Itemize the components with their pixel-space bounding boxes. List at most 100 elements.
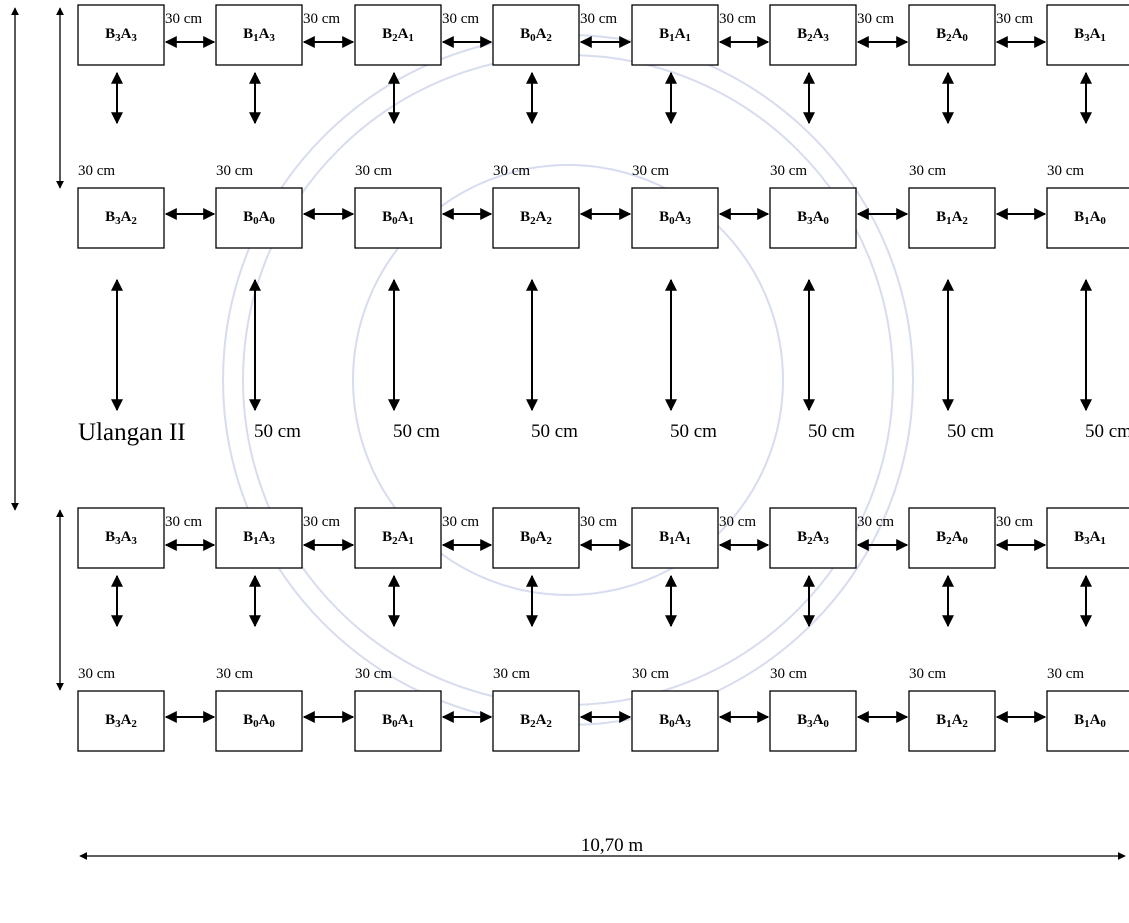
block-spacing-label: 50 cm [393,421,440,442]
plot-box [215,690,303,752]
plot-box [769,4,857,66]
total-width-label: 10,70 m [581,835,644,856]
plot-label: B0A0 [243,209,275,227]
plot-box [354,4,442,66]
plot-box [769,187,857,249]
plot-label: B3A1 [1074,26,1106,44]
plot-box [1046,4,1129,66]
row-spacing-label: 30 cm [355,163,392,179]
row-spacing-label: 30 cm [1047,666,1084,682]
horizontal-spacing-label: 30 cm [580,11,617,27]
horizontal-spacing-label: 30 cm [303,11,340,27]
plot-box [1046,507,1129,569]
plot-label: B2A2 [520,712,552,730]
plot-box [631,690,719,752]
plot-box [1046,187,1129,249]
plot-box [215,507,303,569]
plot-label: B3A0 [797,209,829,227]
horizontal-spacing-label: 30 cm [165,11,202,27]
block-spacing-label: 50 cm [947,421,994,442]
plot-box [492,187,580,249]
plot-label: B2A0 [936,26,968,44]
plot-box [354,690,442,752]
plot-label: B0A0 [243,712,275,730]
plot-label: B1A1 [659,26,691,44]
plot-box [215,187,303,249]
horizontal-spacing-label: 30 cm [719,514,756,530]
plot-grid: B3A3 30 cm B1A3 30 cm B2A1 30 cm B0A2 30 cm B1A1… [77,4,1129,752]
plot-box [769,507,857,569]
plot-label: B2A1 [382,529,414,547]
plot-label: B3A2 [105,712,137,730]
plot-label: B0A3 [659,209,691,227]
plot-label: B3A3 [105,529,137,547]
row-spacing-label: 30 cm [78,666,115,682]
horizontal-spacing-label: 30 cm [857,514,894,530]
plot-box [77,4,165,66]
row-spacing-label: 30 cm [493,666,530,682]
block-spacing-label: 50 cm [254,421,301,442]
plot-box [492,4,580,66]
plot-box [354,507,442,569]
plot-label: B2A3 [797,26,829,44]
row-spacing-label: 30 cm [216,666,253,682]
plot-label: B3A2 [105,209,137,227]
horizontal-spacing-label: 30 cm [857,11,894,27]
plot-label: B3A3 [105,26,137,44]
horizontal-spacing-label: 30 cm [580,514,617,530]
plot-box [77,187,165,249]
horizontal-spacing-label: 30 cm [165,514,202,530]
horizontal-spacing-label: 30 cm [719,11,756,27]
plot-label: B1A0 [1074,209,1106,227]
plot-label: B1A2 [936,712,968,730]
replicate-label: Ulangan II [78,419,186,446]
plot-box [631,4,719,66]
plot-label: B0A3 [659,712,691,730]
plot-box [908,507,996,569]
block-spacing-label: 50 cm [531,421,578,442]
plot-box [908,4,996,66]
plot-label: B0A1 [382,712,414,730]
row-spacing-label: 30 cm [78,163,115,179]
row-spacing-label: 30 cm [632,666,669,682]
block-spacing-label: 50 cm [808,421,855,442]
plot-box [631,187,719,249]
row-spacing-label: 30 cm [909,666,946,682]
block-spacing-label: 50 cm [670,421,717,442]
plot-label: B2A2 [520,209,552,227]
plot-box [908,187,996,249]
horizontal-spacing-label: 30 cm [996,11,1033,27]
plot-box [908,690,996,752]
horizontal-spacing-label: 30 cm [442,514,479,530]
plot-box [631,507,719,569]
plot-label: B1A1 [659,529,691,547]
row-spacing-label: 30 cm [1047,163,1084,179]
row-spacing-label: 30 cm [493,163,530,179]
plot-label: B2A0 [936,529,968,547]
plot-label: B0A2 [520,26,552,44]
plot-label: B1A0 [1074,712,1106,730]
plot-box [492,690,580,752]
row-spacing-label: 30 cm [770,666,807,682]
block-spacing-label: 50 cm [1085,421,1129,442]
plot-label: B3A0 [797,712,829,730]
plot-box [769,690,857,752]
plot-label: B0A1 [382,209,414,227]
plot-label: B2A1 [382,26,414,44]
plot-label: B0A2 [520,529,552,547]
plot-box [77,690,165,752]
plot-label: B3A1 [1074,529,1106,547]
horizontal-spacing-label: 30 cm [996,514,1033,530]
plot-box [354,187,442,249]
horizontal-spacing-label: 30 cm [303,514,340,530]
plot-label: B2A3 [797,529,829,547]
row-spacing-label: 30 cm [632,163,669,179]
plot-box [215,4,303,66]
plot-label: B1A3 [243,529,275,547]
row-spacing-label: 30 cm [216,163,253,179]
plot-label: B1A3 [243,26,275,44]
horizontal-spacing-label: 30 cm [442,11,479,27]
row-spacing-label: 30 cm [770,163,807,179]
plot-label: B1A2 [936,209,968,227]
